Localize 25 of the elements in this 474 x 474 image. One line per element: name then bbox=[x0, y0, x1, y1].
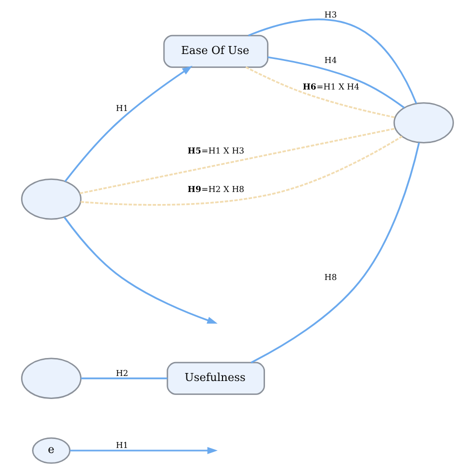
connector bbox=[79, 128, 395, 194]
edge-label: H6=H1 X H4 bbox=[302, 82, 359, 92]
arrow bbox=[63, 216, 218, 324]
node-box: Ease Of Use bbox=[162, 34, 268, 68]
edge-label: H3 bbox=[324, 9, 336, 20]
node-ellipse bbox=[392, 102, 454, 144]
edge-label: H8 bbox=[324, 272, 336, 282]
edge-label: H1 bbox=[115, 440, 128, 450]
edge-label: H4 bbox=[324, 54, 336, 65]
node-ellipse bbox=[20, 358, 82, 400]
connector bbox=[80, 136, 402, 206]
arrow bbox=[64, 66, 192, 182]
connector bbox=[248, 18, 417, 104]
connector bbox=[80, 378, 167, 380]
edge-label: H2 bbox=[115, 368, 128, 378]
edge-label: H5=H1 X H3 bbox=[187, 145, 244, 156]
node-box: Usefulness bbox=[166, 362, 264, 395]
connector bbox=[267, 56, 404, 108]
node-ellipse: e bbox=[32, 437, 70, 464]
node-ellipse bbox=[20, 178, 82, 220]
arrow bbox=[70, 446, 218, 454]
edge-label: H1 bbox=[115, 102, 128, 113]
connector bbox=[250, 142, 420, 364]
connector bbox=[244, 66, 395, 118]
edge-label: H9=H2 X H8 bbox=[187, 184, 244, 194]
